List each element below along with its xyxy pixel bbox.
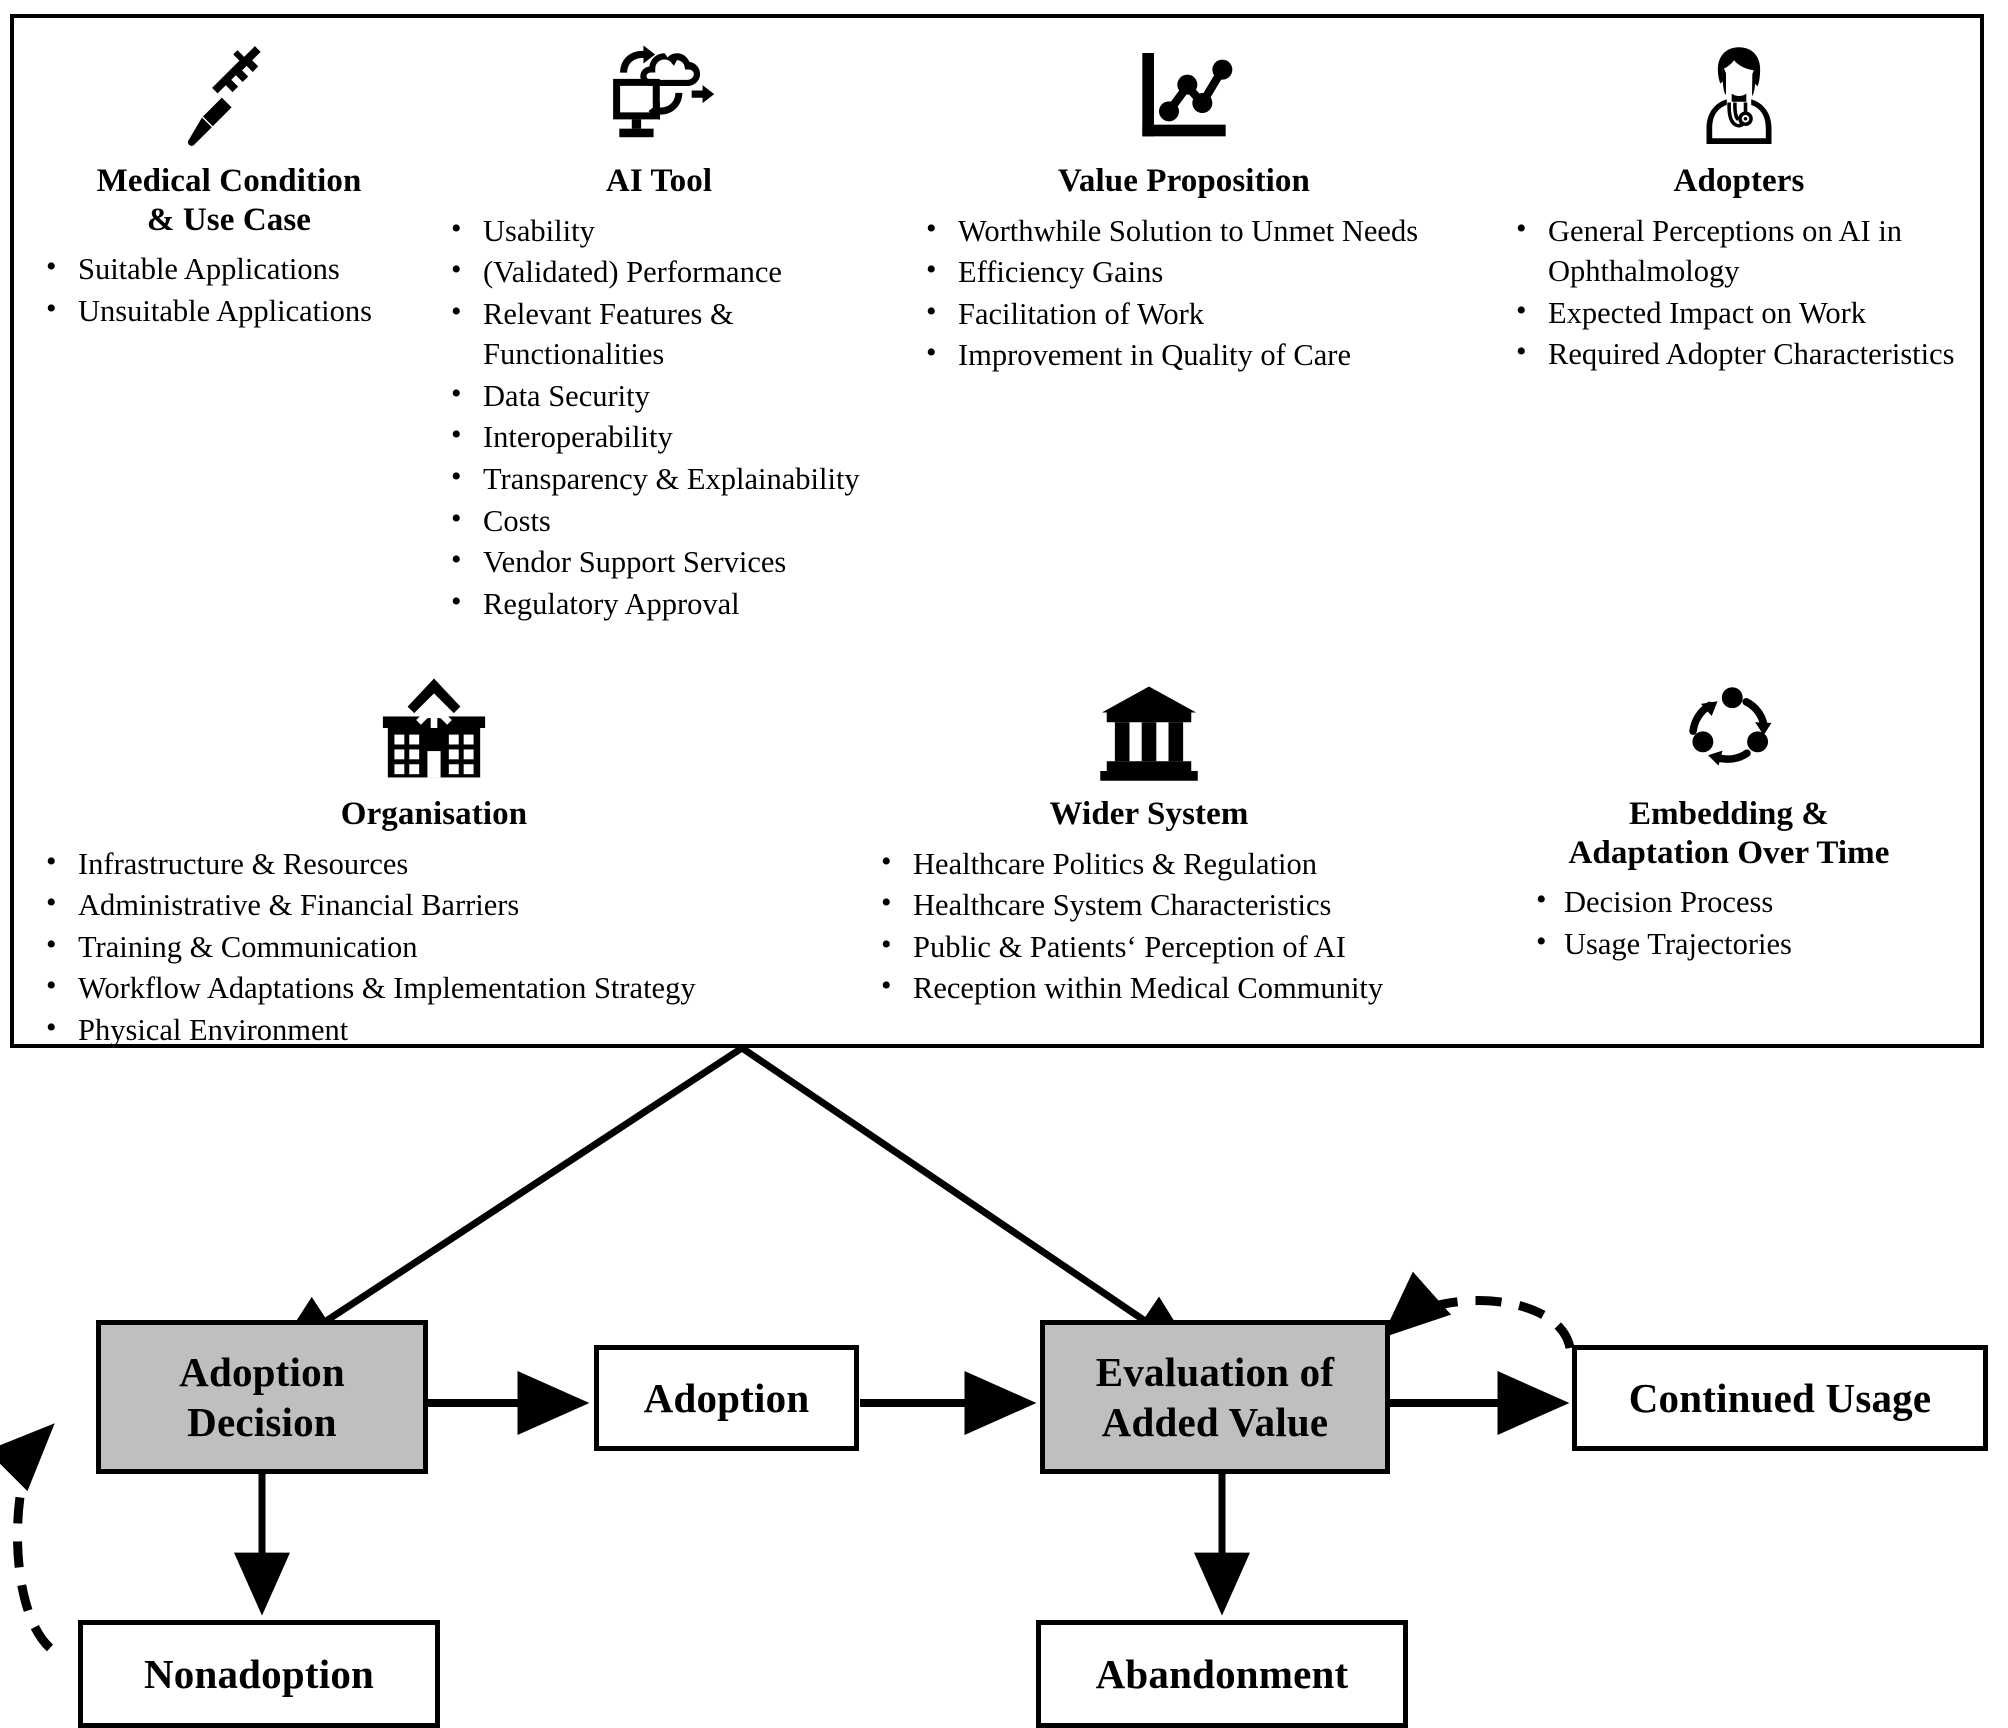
doctor-icon	[1504, 40, 1974, 148]
dashed-loop-reevaluation	[1381, 1271, 1575, 1350]
list-item: Efficiency Gains	[914, 250, 1454, 293]
flow-node-label: Nonadoption	[143, 1650, 375, 1697]
syringe-icon	[34, 40, 424, 148]
panel-list-value-proposition: Worthwhile Solution to Unmet Needs Effic…	[914, 209, 1454, 376]
panel-title-line: Embedding &	[1628, 796, 1830, 832]
list-item: Reception within Medical Community	[869, 966, 1429, 1009]
flow-node-label-line: Adoption	[179, 1348, 345, 1395]
list-item: Workflow Adaptations & Implementation St…	[34, 966, 834, 1009]
panel-wider-system: Wider System Healthcare Politics & Regul…	[869, 673, 1429, 1010]
panel-title-line: Medical Condition	[96, 163, 362, 199]
panel-ai-tool: AI Tool Usability (Validated) Performanc…	[439, 40, 879, 625]
list-item: Costs	[439, 499, 879, 542]
list-item: Transparency & Explainability	[439, 457, 879, 500]
list-item: Vendor Support Services	[439, 540, 879, 583]
list-item: Facilitation of Work	[914, 292, 1454, 335]
list-item: Improvement in Quality of Care	[914, 333, 1454, 376]
list-item: Healthcare Politics & Regulation	[869, 842, 1429, 885]
hospital-icon	[34, 673, 834, 781]
list-item: Regulatory Approval	[439, 582, 879, 625]
panel-title-organisation: Organisation	[34, 795, 834, 834]
panel-list-organisation: Infrastructure & Resources Administrativ…	[34, 842, 834, 1051]
list-item: General Perceptions on AI in Ophthalmolo…	[1504, 209, 1974, 292]
panel-title-line: & Use Case	[146, 201, 312, 238]
list-item: Healthcare System Characteristics	[869, 883, 1429, 926]
panel-title-value-proposition: Value Proposition	[914, 162, 1454, 201]
list-item: Usage Trajectories	[1524, 922, 1964, 965]
flow-node-label: Adoption Decision	[179, 1347, 345, 1447]
flow-node-label-line: Evaluation of	[1095, 1348, 1335, 1395]
flow-node-label-line: Added Value	[1101, 1399, 1329, 1445]
list-item: Infrastructure & Resources	[34, 842, 834, 885]
panel-title-line: AI Tool	[605, 163, 713, 199]
flow-node-evaluation-added-value[interactable]: Evaluation of Added Value	[1040, 1320, 1390, 1474]
panel-title-line: Organisation	[340, 796, 528, 832]
panel-title-line: Value Proposition	[1057, 163, 1310, 199]
list-item: Required Adopter Characteristics	[1504, 332, 1974, 375]
adoption-flowchart: Adoption Decision Adoption Evaluation of…	[0, 1045, 2008, 1728]
flow-node-continued-usage[interactable]: Continued Usage	[1572, 1345, 1988, 1451]
fork-arrow-left	[274, 1045, 744, 1355]
panel-value-proposition: Value Proposition Worthwhile Solution to…	[914, 40, 1454, 377]
panel-title-line: Wider System	[1049, 796, 1249, 832]
list-item: Public & Patients‘ Perception of AI	[869, 925, 1429, 968]
flowchart-connectors	[0, 1045, 1575, 1652]
flow-node-label: Adoption	[643, 1374, 810, 1421]
panel-title-line: Adopters	[1673, 163, 1805, 199]
panel-title-embedding-adaptation: Embedding & Adaptation Over Time	[1494, 795, 1964, 872]
line-chart-icon	[914, 40, 1454, 148]
institution-icon	[869, 673, 1429, 781]
list-item: Administrative & Financial Barriers	[34, 883, 834, 926]
framework-box: Medical Condition & Use Case Suitable Ap…	[10, 14, 1984, 1048]
flow-node-label-line: Decision	[187, 1399, 337, 1445]
fork-arrow-right	[740, 1045, 1196, 1356]
list-item: Relevant Features & Functionalities	[439, 292, 879, 375]
panel-list-embedding-adaptation: Decision Process Usage Trajectories	[1524, 880, 1964, 965]
list-item: Interoperability	[439, 415, 879, 458]
flow-node-label: Abandonment	[1095, 1650, 1349, 1697]
list-item: Data Security	[439, 374, 879, 417]
panel-list-medical-condition: Suitable Applications Unsuitable Applica…	[34, 247, 424, 332]
panel-embedding-adaptation: Embedding & Adaptation Over Time Decisio…	[1494, 673, 1964, 965]
panel-medical-condition: Medical Condition & Use Case Suitable Ap…	[34, 40, 424, 332]
list-item: Training & Communication	[34, 925, 834, 968]
panel-adopters: Adopters General Perceptions on AI in Op…	[1504, 40, 1974, 376]
panel-title-medical-condition: Medical Condition & Use Case	[34, 162, 424, 239]
list-item: Expected Impact on Work	[1504, 291, 1974, 334]
flow-node-nonadoption[interactable]: Nonadoption	[78, 1620, 440, 1728]
list-item: (Validated) Performance	[439, 250, 879, 293]
panel-title-adopters: Adopters	[1504, 162, 1974, 201]
panel-list-ai-tool: Usability (Validated) Performance Releva…	[439, 209, 879, 625]
list-item: Decision Process	[1524, 880, 1964, 923]
flow-node-adoption-decision[interactable]: Adoption Decision	[96, 1320, 428, 1474]
flow-node-abandonment[interactable]: Abandonment	[1036, 1620, 1408, 1728]
flow-node-label: Continued Usage	[1628, 1374, 1932, 1421]
list-item: Suitable Applications	[34, 247, 424, 290]
panel-title-wider-system: Wider System	[869, 795, 1429, 834]
panel-organisation: Organisation Infrastructure & Resources …	[34, 673, 834, 1051]
list-item: Unsuitable Applications	[34, 289, 424, 332]
cycle-arrows-icon	[1494, 673, 1964, 781]
list-item: Worthwhile Solution to Unmet Needs	[914, 209, 1454, 252]
panel-title-line: Adaptation Over Time	[1568, 834, 1890, 871]
panel-list-adopters: General Perceptions on AI in Ophthalmolo…	[1504, 209, 1974, 375]
flow-node-label: Evaluation of Added Value	[1096, 1347, 1334, 1447]
list-item: Usability	[439, 209, 879, 252]
list-item: Physical Environment	[34, 1008, 834, 1051]
panel-list-wider-system: Healthcare Politics & Regulation Healthc…	[869, 842, 1429, 1009]
dashed-loop-redecision	[0, 1423, 55, 1652]
panel-title-ai-tool: AI Tool	[439, 162, 879, 201]
computer-cloud-sync-icon	[439, 40, 879, 148]
flow-node-adoption[interactable]: Adoption	[594, 1345, 859, 1451]
